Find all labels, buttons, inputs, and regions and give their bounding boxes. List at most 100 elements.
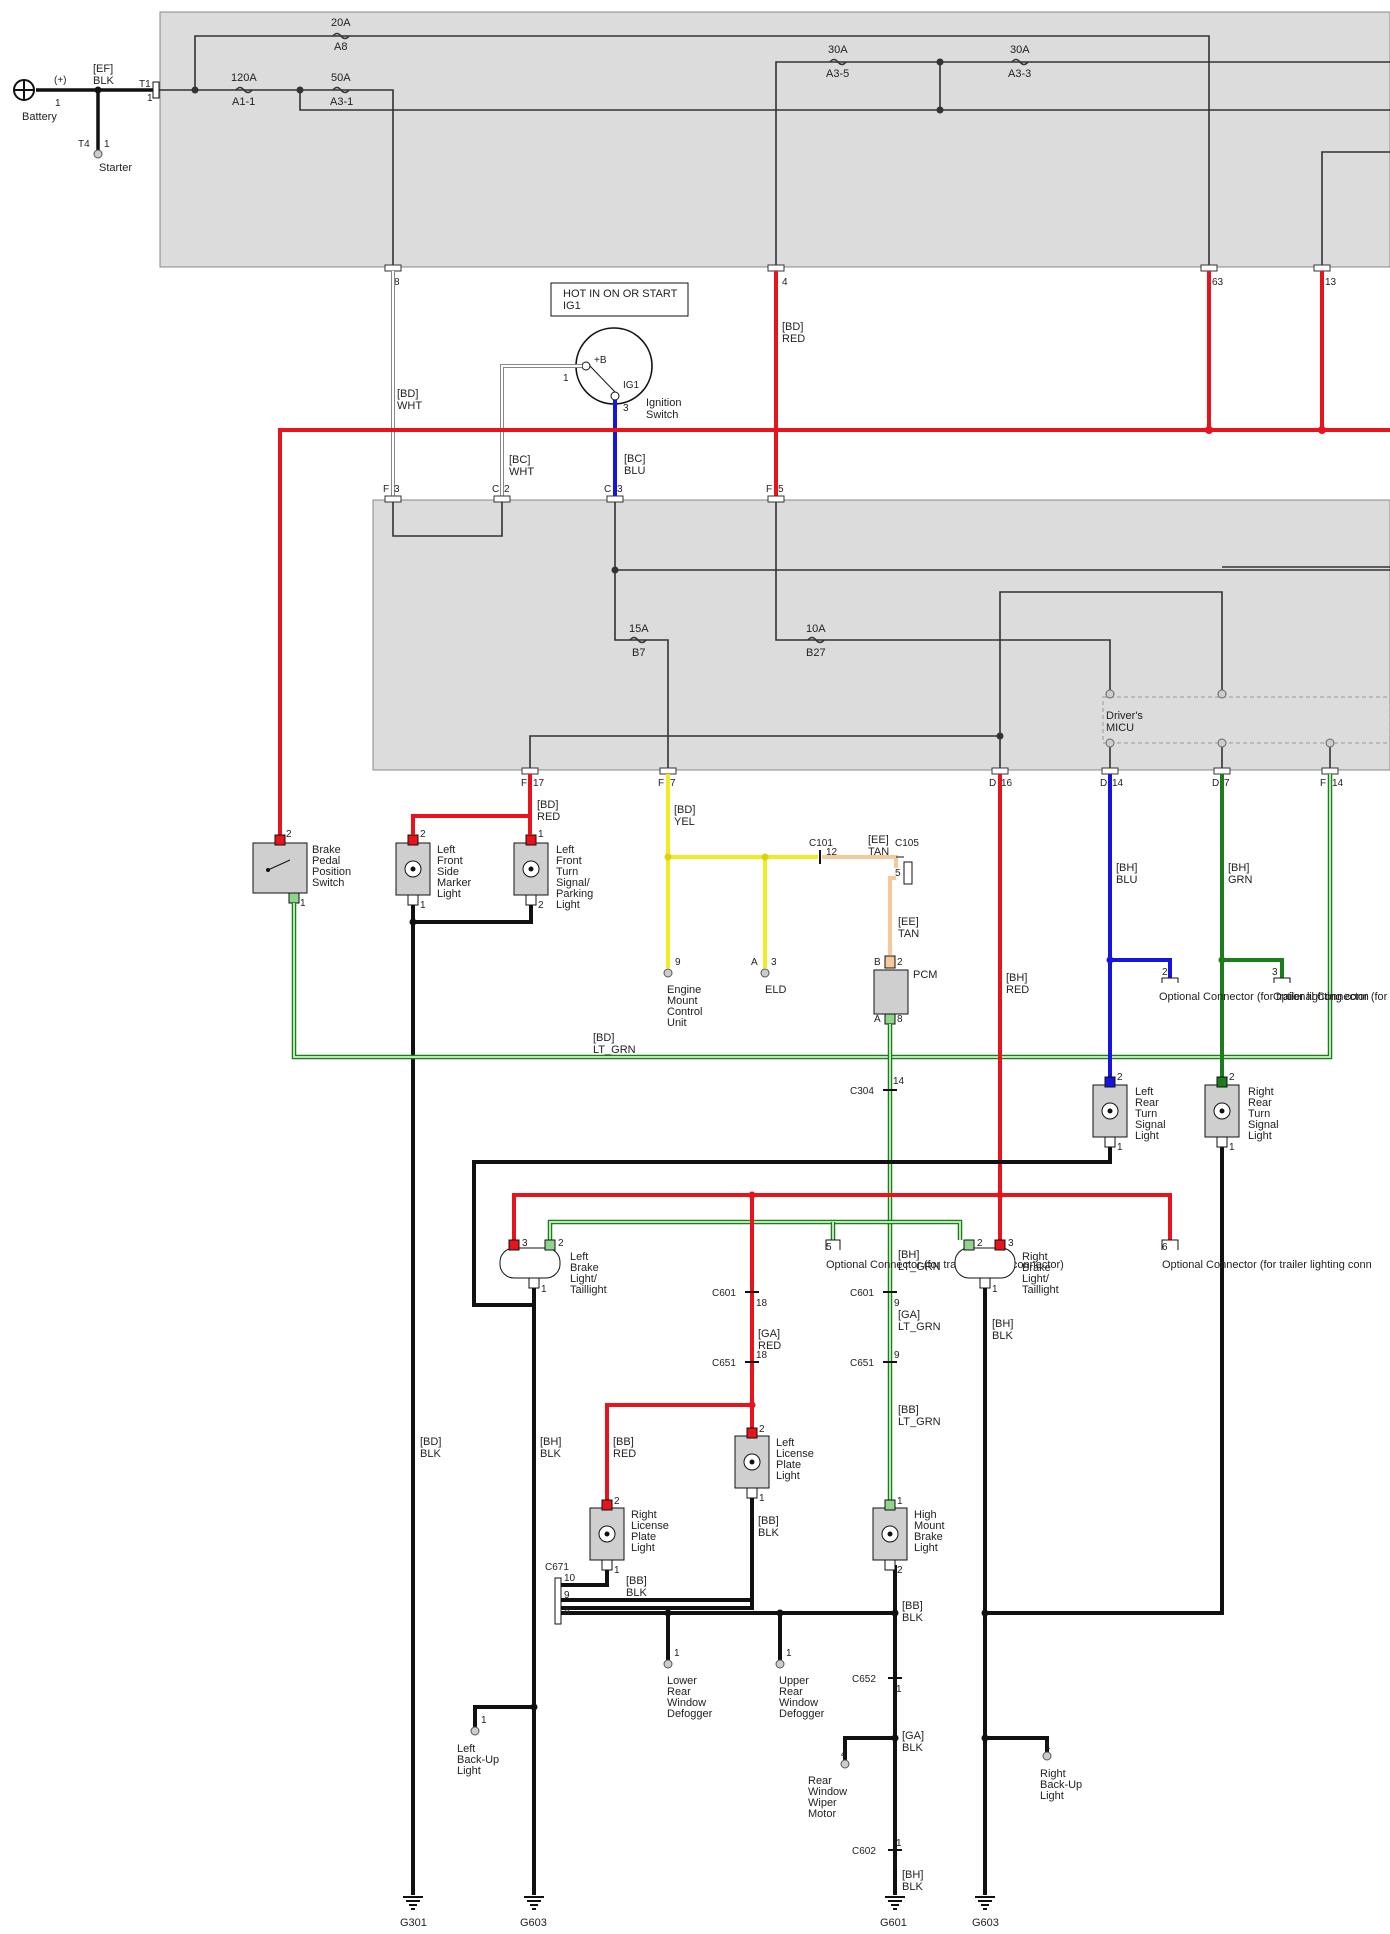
svg-text:Marker: Marker [437, 877, 472, 889]
svg-text:[BB]: [BB] [902, 1600, 923, 1612]
svg-text:B27: B27 [806, 647, 826, 659]
svg-text:PCM: PCM [913, 969, 937, 981]
svg-text:Optional Connector (for traile: Optional Connector (for trailer lighting… [1159, 991, 1369, 1003]
svg-text:14: 14 [893, 1076, 905, 1087]
svg-text:5: 5 [778, 484, 784, 495]
svg-text:Light: Light [556, 899, 580, 911]
svg-text:50A: 50A [331, 72, 351, 84]
svg-text:3: 3 [394, 484, 400, 495]
svg-text:[BH]: [BH] [898, 1249, 919, 1261]
svg-text:Motor: Motor [808, 1808, 836, 1820]
svg-text:1: 1 [563, 373, 569, 384]
svg-text:IG1: IG1 [623, 380, 640, 391]
svg-text:9: 9 [894, 1350, 900, 1361]
svg-text:63: 63 [1212, 277, 1224, 288]
svg-text:Brake: Brake [570, 1262, 599, 1274]
svg-text:[EE]: [EE] [868, 834, 889, 846]
svg-text:Unit: Unit [667, 1017, 687, 1029]
svg-text:BLK: BLK [420, 1448, 441, 1460]
svg-text:BLU: BLU [1116, 874, 1137, 886]
svg-text:30A: 30A [828, 44, 848, 56]
svg-text:120A: 120A [231, 72, 257, 84]
svg-text:RED: RED [613, 1448, 636, 1460]
svg-text:[BH]: [BH] [1006, 972, 1027, 984]
upper-fuse-box [159, 11, 1390, 268]
svg-text:Driver's: Driver's [1106, 710, 1143, 722]
svg-text:Engine: Engine [667, 984, 701, 996]
svg-text:Rear: Rear [1248, 1097, 1272, 1109]
svg-text:Rear: Rear [667, 1686, 691, 1698]
svg-text:[GA]: [GA] [898, 1309, 920, 1321]
svg-text:Pedal: Pedal [312, 855, 340, 867]
rear-window-wiper-motor: 4 Rear Window Wiper Motor [808, 1749, 850, 1820]
c651-connector-9: C651 9 [850, 1350, 900, 1369]
svg-text:[BD]: [BD] [593, 1032, 614, 1044]
c652-connector: C652 1 [852, 1674, 902, 1695]
white-wires [391, 271, 582, 498]
svg-text:Turn: Turn [1135, 1108, 1157, 1120]
svg-text:2: 2 [897, 1565, 903, 1576]
svg-text:Turn: Turn [556, 866, 578, 878]
fuse-a3-3: 30A A3-3 [1008, 44, 1031, 80]
svg-text:Control: Control [667, 1006, 702, 1018]
svg-text:2: 2 [1162, 967, 1168, 978]
svg-text:Defogger: Defogger [779, 1708, 825, 1720]
svg-text:LT_GRN: LT_GRN [898, 1261, 941, 1273]
svg-text:F: F [521, 778, 527, 789]
svg-text:LT_GRN: LT_GRN [593, 1044, 636, 1056]
svg-text:1: 1 [674, 1648, 680, 1659]
left-rear-turn-signal-light: 2 1 Left Rear Turn Signal Light [1092, 1072, 1166, 1153]
svg-text:Rear: Rear [1135, 1097, 1159, 1109]
svg-text:BLK: BLK [992, 1330, 1013, 1342]
c601-connector-9: C601 9 [850, 1288, 900, 1309]
svg-text:Right: Right [631, 1509, 657, 1521]
right-license-plate-light: 2 1 Right License Plate Light [589, 1496, 669, 1576]
svg-text:2: 2 [614, 1496, 620, 1507]
optional-connector-2: 2 Optional Connector (for trailer lighti… [1159, 967, 1369, 1003]
svg-text:Light: Light [776, 1470, 800, 1482]
svg-text:WHT: WHT [509, 466, 534, 478]
svg-text:B7: B7 [632, 647, 645, 659]
svg-text:T4: T4 [78, 139, 90, 150]
svg-text:D: D [989, 778, 996, 789]
svg-text:10: 10 [564, 1573, 576, 1584]
lower-box-wiring [392, 502, 1390, 777]
svg-text:1: 1 [759, 1493, 765, 1504]
brake-pedal-switch: 2 1 Brake Pedal Position Switch [252, 829, 351, 909]
svg-text:9: 9 [564, 1590, 570, 1601]
pcm: B 2 A 8 PCM [873, 955, 937, 1025]
svg-text:Left: Left [1135, 1086, 1153, 1098]
ignition-switch: +B IG1 1 3 Ignition Switch [563, 327, 681, 421]
svg-text:C651: C651 [850, 1358, 874, 1369]
svg-text:Mount: Mount [914, 1520, 945, 1532]
svg-text:1: 1 [614, 1565, 620, 1576]
svg-text:Position: Position [312, 866, 351, 878]
svg-text:C105: C105 [895, 838, 919, 849]
svg-text:2: 2 [558, 1238, 564, 1249]
hot-note: HOT IN ON OR START IG1 [550, 282, 689, 317]
eld: A 3 ELD [751, 957, 786, 996]
svg-text:RED: RED [1006, 984, 1029, 996]
svg-text:2: 2 [1229, 1072, 1235, 1083]
svg-text:A3-1: A3-1 [330, 96, 353, 108]
svg-text:Defogger: Defogger [667, 1708, 713, 1720]
svg-text:1: 1 [55, 98, 61, 109]
fuse-a3-1: 50A A3-1 [330, 72, 353, 108]
yellow-wires [666, 774, 818, 968]
right-rear-turn-signal-light: 2 1 Right Rear Turn Signal Light [1204, 1072, 1279, 1153]
c601-connector-18: C601 18 [712, 1288, 768, 1309]
svg-text:2: 2 [977, 1238, 983, 1249]
svg-text:14: 14 [1112, 778, 1124, 789]
svg-text:3: 3 [1272, 967, 1278, 978]
svg-text:6: 6 [1162, 1242, 1168, 1253]
svg-text:C651: C651 [712, 1358, 736, 1369]
battery-label: Battery [22, 111, 57, 123]
svg-text:2: 2 [897, 957, 903, 968]
svg-text:BLU: BLU [624, 465, 645, 477]
svg-text:[BH]: [BH] [1116, 862, 1137, 874]
svg-text:3: 3 [522, 1238, 528, 1249]
svg-text:B: B [874, 957, 881, 968]
svg-text:Optional Connector (for traile: Optional Connector (for trailer lighting… [1162, 1259, 1372, 1271]
svg-text:1: 1 [538, 829, 544, 840]
